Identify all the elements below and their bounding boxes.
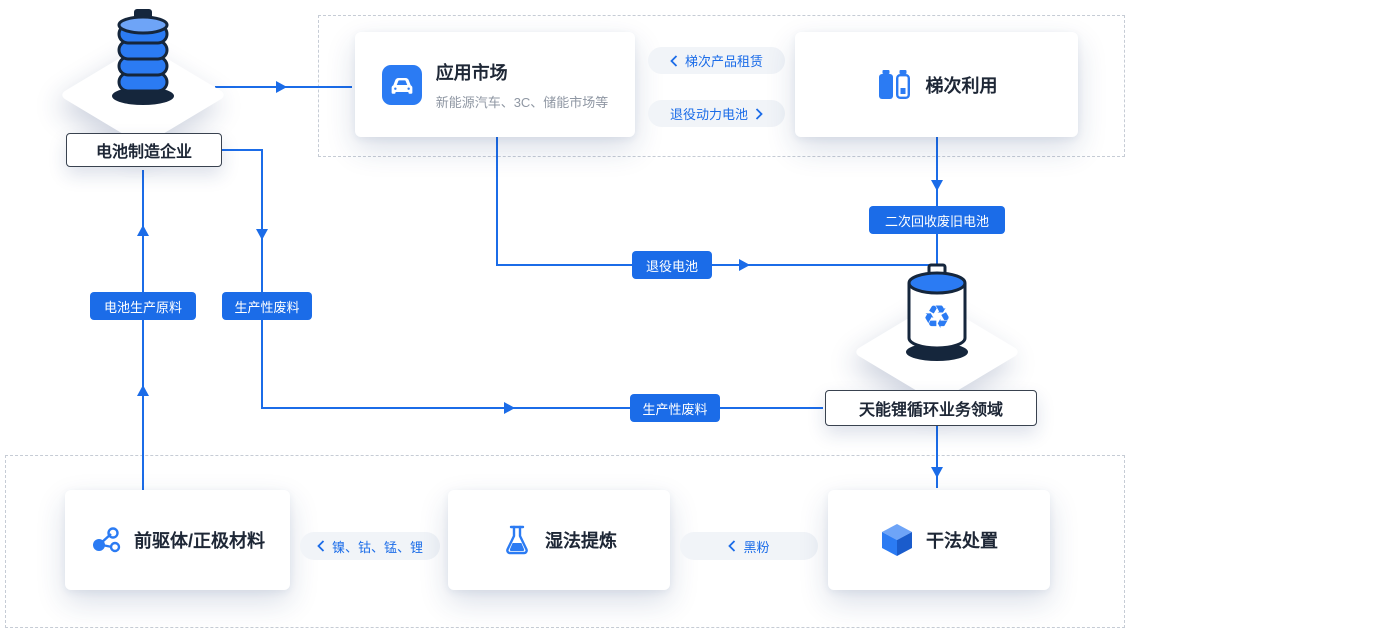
edge-label-production-waste-left-text: 生产性废料 (234, 299, 300, 315)
app-market-subtitle: 新能源汽车、3C、储能市场等 (435, 94, 609, 110)
recycle-hub-label-text: 天能锂循环业务领域 (858, 402, 1003, 419)
svg-text:♻: ♻ (923, 298, 952, 336)
pill-cascade-lease-text: 梯次产品租赁 (684, 54, 763, 69)
edge-label-secondary-recycled: 二次回收废旧电池 (869, 206, 1005, 234)
pill-retired-power: 退役动力电池 (648, 100, 785, 127)
edge-label-retired-battery: 退役电池 (632, 251, 712, 279)
edge-label-production-waste-mid: 生产性废料 (630, 394, 720, 422)
chevron-left-icon (317, 540, 325, 552)
edge-label-production-waste-mid-text: 生产性废料 (642, 401, 708, 417)
chevron-left-icon (670, 54, 678, 67)
recycle-battery-icon: ♻ (906, 263, 968, 361)
chevron-left-icon (728, 540, 736, 552)
edge-label-raw-material-text: 电池生产原料 (103, 299, 182, 315)
bottom-dashed-container (5, 455, 1125, 628)
edge-label-retired-battery-text: 退役电池 (645, 258, 698, 274)
recycle-hub-label: 天能锂循环业务领域 (825, 390, 1037, 426)
pill-retired-power-text: 退役动力电池 (669, 107, 748, 122)
precursor-title: 前驱体/正极材料 (133, 531, 265, 551)
edge-label-production-waste-left: 生产性废料 (222, 292, 312, 320)
cube-icon (882, 524, 912, 556)
wet-refine-title: 湿法提炼 (545, 531, 617, 551)
cascade-use-title: 梯次利用 (925, 75, 998, 96)
app-market-card: 应用市场 新能源汽车、3C、储能市场等 (355, 32, 635, 137)
dry-process-title: 干法处置 (926, 531, 998, 551)
edge-label-secondary-recycled-text: 二次回收废旧电池 (884, 213, 989, 229)
pill-metals-text: 镍、钴、锰、锂 (331, 539, 423, 555)
wet-refine-card: 湿法提炼 (448, 490, 670, 590)
chevron-right-icon (755, 107, 763, 120)
dry-process-card: 干法处置 (828, 490, 1050, 590)
pill-cascade-lease: 梯次产品租赁 (648, 47, 785, 74)
molecule-icon (92, 527, 121, 553)
manufacturer-label: 电池制造企业 (66, 133, 222, 167)
ev-car-icon (381, 64, 422, 105)
manufacturer-label-text: 电池制造企业 (95, 144, 192, 161)
flask-icon (506, 525, 528, 555)
pill-metals: 镍、钴、锰、锂 (300, 532, 440, 560)
cascade-use-card: 梯次利用 (795, 32, 1078, 137)
battery-cells-icon (878, 69, 910, 99)
pill-black-powder: 黑粉 (680, 532, 818, 560)
precursor-card: 前驱体/正极材料 (65, 490, 290, 590)
battery-stack-icon (112, 9, 174, 105)
app-market-title: 应用市场 (435, 62, 508, 83)
pill-black-powder-text: 黑粉 (743, 539, 770, 555)
edge-label-raw-material: 电池生产原料 (90, 292, 196, 320)
